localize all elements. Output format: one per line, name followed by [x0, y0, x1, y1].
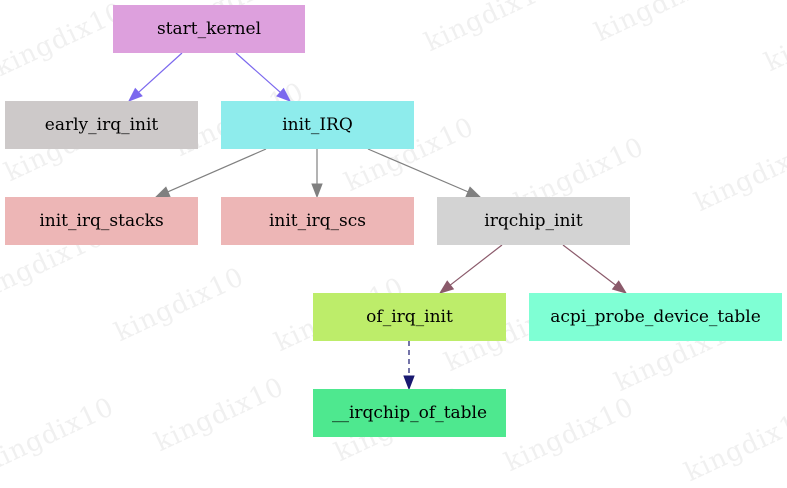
edge-start-kernel-to-init-IRQ [235, 52, 292, 102]
node-init-IRQ: init_IRQ [221, 101, 414, 149]
edge-line [167, 148, 267, 193]
arrowhead [438, 280, 455, 294]
edge-line [562, 244, 617, 286]
edge-line [449, 244, 503, 286]
node-acpi-probe-device-table: acpi_probe_device_table [529, 293, 782, 341]
edges-layer [127, 52, 628, 391]
edge-line [367, 148, 469, 193]
edge-irqchip-init-to-of-irq-init [438, 244, 503, 294]
node-early-irq-init: early_irq_init [5, 101, 198, 149]
node-irqchip-of-table: __irqchip_of_table [313, 389, 506, 437]
arrowhead [611, 280, 628, 294]
arrowhead [276, 87, 292, 102]
arrowhead [154, 186, 171, 198]
edge-of-irq-init-to-irqchip-of-table [403, 341, 415, 391]
arrowhead [127, 87, 143, 102]
arrowhead [403, 375, 415, 391]
edge-init-IRQ-to-init-irq-scs [311, 149, 323, 199]
node-init-irq-scs: init_irq_scs [221, 197, 414, 245]
edge-line [138, 52, 183, 93]
node-irqchip-init: irqchip_init [437, 197, 630, 245]
edge-irqchip-init-to-acpi-probe-device-table [562, 244, 628, 294]
arrowhead [465, 186, 482, 198]
edge-init-IRQ-to-irqchip-init [367, 148, 482, 198]
edge-line [235, 52, 281, 93]
arrowhead [311, 183, 323, 199]
edge-start-kernel-to-early-irq-init [127, 52, 183, 102]
node-of-irq-init: of_irq_init [313, 293, 506, 341]
node-start-kernel: start_kernel [113, 5, 305, 53]
edge-init-IRQ-to-init-irq-stacks [154, 148, 267, 198]
node-init-irq-stacks: init_irq_stacks [5, 197, 198, 245]
